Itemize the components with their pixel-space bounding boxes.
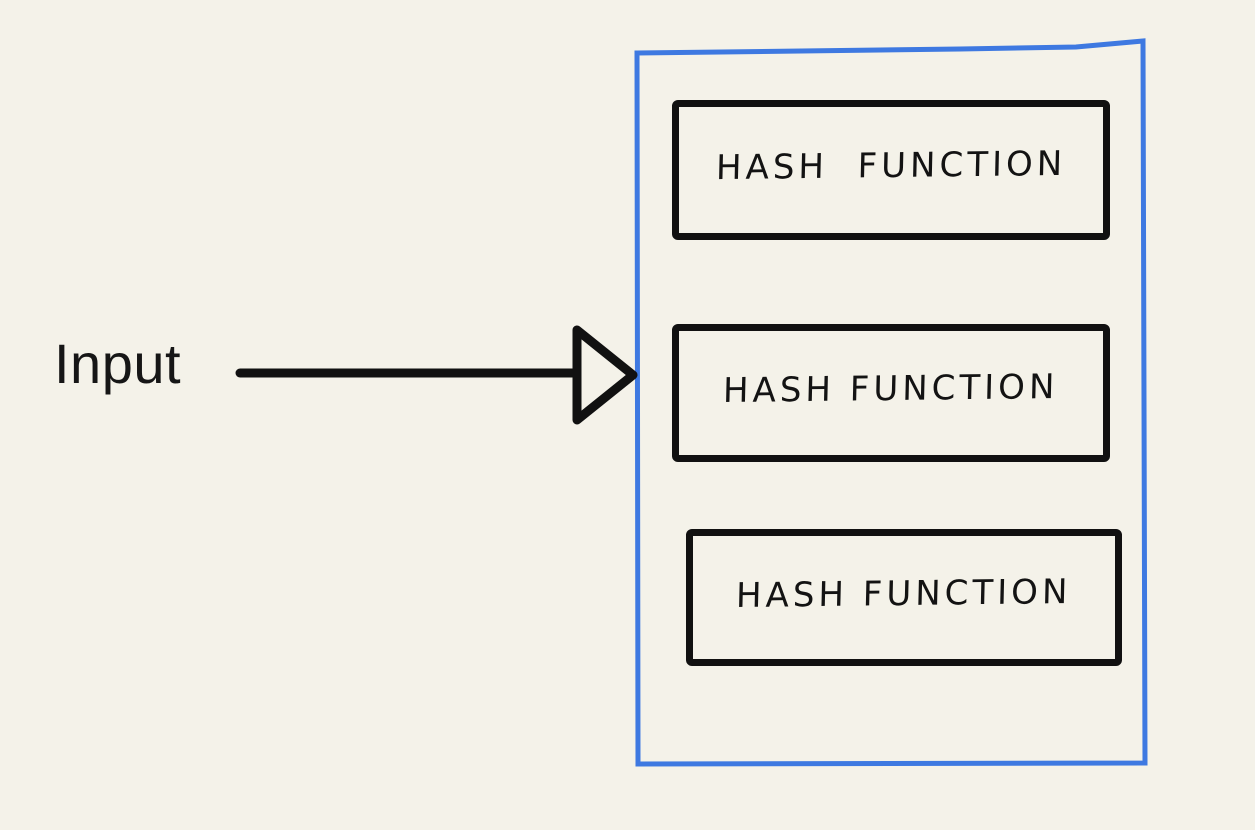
hash-function-box-1: HASH FUNCTION: [672, 100, 1110, 240]
input-label: Input: [54, 332, 182, 395]
input-arrowhead-icon: [572, 325, 638, 425]
hash-function-box-3: HASH FUNCTION: [686, 529, 1122, 666]
hash-function-box-2: HASH FUNCTION: [672, 324, 1110, 462]
hash-function-box-1-label: HASH FUNCTION: [715, 143, 1067, 189]
hash-function-box-2-label: HASH FUNCTION: [722, 366, 1060, 412]
hash-function-box-3-label: HASH FUNCTION: [735, 571, 1073, 616]
